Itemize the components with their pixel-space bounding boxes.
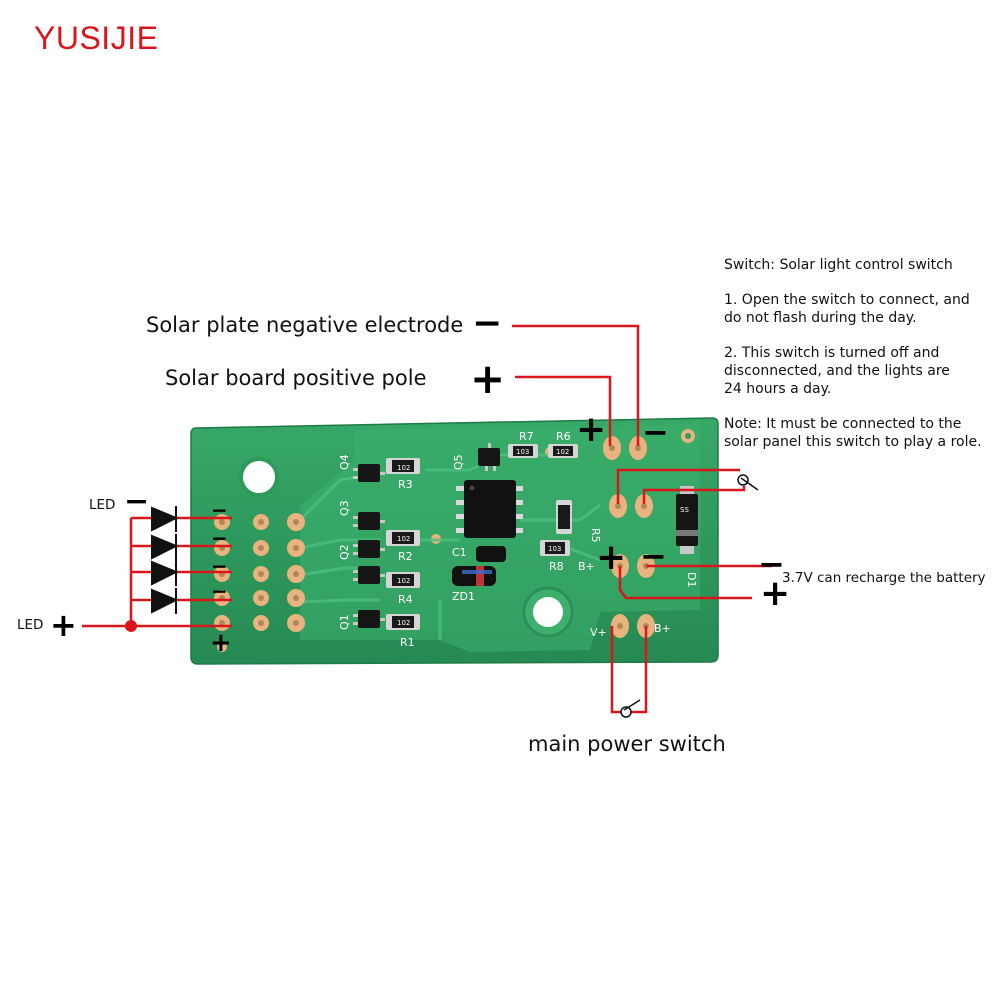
- plus-sign-pad: +: [576, 409, 607, 450]
- note-title: Switch: Solar light control switch: [724, 257, 953, 273]
- resistors: [386, 444, 578, 630]
- note-item-1: 1. Open the switch to connect, and do no…: [724, 292, 970, 326]
- silk-r4: R4: [398, 593, 413, 606]
- silk-q3: Q3: [338, 500, 351, 516]
- label-led-negative: LED: [89, 497, 116, 513]
- minus-sign-battery: −: [758, 545, 785, 583]
- plus-sign-battery: +: [760, 573, 791, 614]
- note-item-2: 2. This switch is turned off and disconn…: [724, 345, 950, 397]
- diode-d1: [676, 486, 698, 554]
- junction-dot: [125, 620, 137, 632]
- wire-battery-positive: [618, 566, 752, 600]
- minus-sign-row3: −: [211, 554, 228, 578]
- chip-code: 102: [397, 464, 410, 472]
- minus-sign-row4: −: [211, 579, 228, 603]
- silk-zd1: ZD1: [452, 590, 475, 603]
- silk-r6: R6: [556, 430, 571, 443]
- main-switch-icon: [620, 699, 641, 718]
- silk-bplus-2: B+: [654, 622, 671, 635]
- chip-code: 102: [397, 619, 410, 627]
- chip-code: 102: [556, 448, 569, 456]
- silk-r8: R8: [549, 560, 564, 573]
- wire-led-cathodes: [176, 516, 232, 602]
- wire-led-branches: [131, 516, 152, 602]
- silk-q1: Q1: [338, 614, 351, 630]
- silk-vplus: V+: [590, 626, 607, 639]
- chip-code: 103: [516, 448, 529, 456]
- label-solar-positive: Solar board positive pole: [165, 366, 427, 390]
- capacitor: [476, 546, 506, 562]
- silk-r7: R7: [519, 430, 534, 443]
- silk-r2: R2: [398, 550, 413, 563]
- mount-hole: [239, 457, 279, 497]
- wire-solar-positive: [515, 375, 612, 446]
- silk-r5: R5: [589, 528, 602, 543]
- label-main-power-switch: main power switch: [528, 732, 726, 756]
- minus-sign-led: −: [124, 484, 150, 519]
- ic-chip: [456, 480, 523, 538]
- silk-d1: D1: [685, 572, 698, 587]
- minus-sign-pad: −: [642, 413, 669, 451]
- chip-code: 103: [548, 545, 561, 553]
- plus-sign-row5: +: [210, 628, 232, 658]
- wire-main-switch-b: [630, 626, 648, 714]
- silk-bplus-1: B+: [578, 560, 595, 573]
- silk-q4: Q4: [338, 454, 351, 470]
- minus-sign-battery-pad: −: [640, 537, 667, 575]
- silk-r3: R3: [398, 478, 413, 491]
- zener-diode: [452, 566, 496, 586]
- label-battery: 3.7V can recharge the battery: [782, 570, 986, 586]
- light-control-switch-icon: [737, 474, 759, 491]
- chip-code: 102: [397, 535, 410, 543]
- mount-hole: [533, 597, 563, 627]
- switch-notes: Switch: Solar light control switch 1. Op…: [724, 256, 996, 468]
- chip-code: SS: [680, 506, 689, 514]
- plus-sign-led: +: [50, 606, 77, 644]
- silk-c1: C1: [452, 546, 467, 559]
- label-solar-negative: Solar plate negative electrode: [146, 313, 464, 337]
- pcb-board: R7 R6 R3 R2 R4 R1 R8 C1 ZD1 B+ V+ B+ R5 …: [190, 417, 719, 665]
- wire-solar-negative: [512, 324, 640, 446]
- silk-r1: R1: [400, 636, 415, 649]
- brand-logo: YUSIJIE: [34, 20, 159, 56]
- wire-main-switch-a: [610, 626, 622, 714]
- minus-sign-solar: −: [472, 303, 503, 344]
- led-diode-icons: [151, 506, 179, 614]
- wire-switch-a: [616, 468, 740, 504]
- minus-sign-row2: −: [211, 526, 228, 550]
- silk-q5: Q5: [452, 454, 465, 470]
- note-item-3: Note: It must be connected to the solar …: [724, 416, 982, 450]
- plus-sign-battery-pad: +: [596, 537, 627, 578]
- wire-switch-b: [642, 486, 746, 504]
- plus-sign-solar: +: [470, 354, 506, 403]
- transistors: [353, 443, 500, 628]
- silk-q2: Q2: [338, 544, 351, 560]
- minus-sign-row1: −: [211, 498, 228, 522]
- label-led-positive: LED: [17, 617, 44, 633]
- red-wires: [82, 324, 772, 714]
- chip-code: 102: [397, 577, 410, 585]
